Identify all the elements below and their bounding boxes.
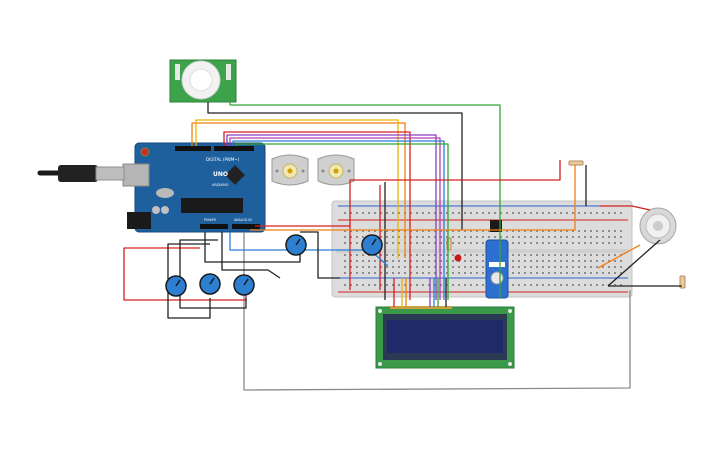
power-label: POWER <box>204 218 217 222</box>
servo-motor[interactable] <box>485 239 509 299</box>
wire-red-gas[interactable] <box>600 205 651 211</box>
brand-label: ARDUINO <box>212 183 229 187</box>
wire-black-pot-top[interactable] <box>204 232 301 263</box>
wire-black-pots-2[interactable] <box>179 239 247 309</box>
pot-5[interactable] <box>361 234 383 256</box>
resistor-top[interactable] <box>568 160 584 166</box>
resistor-right[interactable] <box>679 275 686 289</box>
wire-orange-gas[interactable] <box>597 244 641 269</box>
wire-black-pots[interactable] <box>167 243 211 319</box>
pot-2[interactable] <box>199 273 221 295</box>
gas-sensor[interactable] <box>639 207 677 245</box>
lcd-16x2[interactable] <box>375 306 515 369</box>
pot-3[interactable] <box>233 274 255 296</box>
wire-red-top-right[interactable] <box>349 160 561 290</box>
wires <box>123 102 682 391</box>
red-led[interactable] <box>454 254 462 262</box>
pir-motion-sensor[interactable] <box>169 59 237 103</box>
analog-label: ANALOG IN <box>234 218 252 222</box>
breadboard[interactable] <box>331 200 633 298</box>
pot-4[interactable] <box>285 234 307 256</box>
uno-label: UNO <box>213 171 228 178</box>
digital-label: DIGITAL (PWM~) <box>206 157 240 162</box>
wire-black-gas[interactable] <box>607 239 661 287</box>
wire-black-pot-mid[interactable] <box>221 232 281 279</box>
wire-black-pir[interactable] <box>207 102 463 230</box>
dc-motor-1[interactable] <box>271 154 309 186</box>
wire-black-bb[interactable] <box>300 231 340 279</box>
arduino-uno[interactable]: DIGITAL (PWM~) UNO ARDUINO POWER ANALOG … <box>122 142 266 233</box>
wire-purple-bus-1[interactable] <box>226 134 437 300</box>
wire-gray-loop[interactable] <box>243 232 631 391</box>
wire-purple-bus-2[interactable] <box>229 137 441 300</box>
wire-orange-pir[interactable] <box>191 122 406 258</box>
wire-red-bus[interactable] <box>223 131 411 300</box>
wire-orange-top-right[interactable] <box>250 165 576 231</box>
wire-green-pir[interactable] <box>229 102 501 298</box>
transistor-ic[interactable] <box>490 220 502 232</box>
wire-red-pots[interactable] <box>123 247 247 301</box>
wire-yellow-pir[interactable] <box>195 119 399 258</box>
usb-cable[interactable] <box>37 165 125 182</box>
wire-green-bus[interactable] <box>235 143 449 300</box>
wire-blue-bus[interactable] <box>232 140 445 300</box>
pot-1[interactable] <box>165 275 187 297</box>
dc-motor-2[interactable] <box>317 154 355 186</box>
